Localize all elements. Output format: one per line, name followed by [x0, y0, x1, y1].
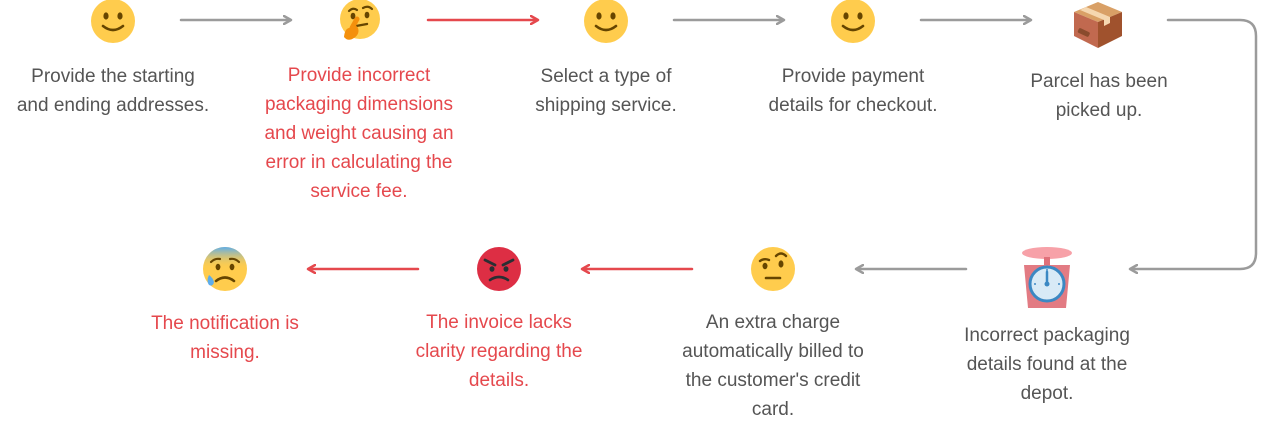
step-4-slightly-smiling-face-icon — [829, 0, 877, 45]
step-2-label: Provide incorrect packaging dimensions a… — [264, 65, 454, 202]
arrow-step-5-to-6 — [1131, 18, 1258, 269]
step-5-label: Parcel has been picked up. — [1030, 71, 1168, 121]
step-3-label: Select a type of shipping service. — [535, 66, 677, 116]
step-5-package-icon — [1068, 0, 1128, 52]
step-6-weighing-scale-icon — [1018, 246, 1076, 312]
step-1-label: Provide the starting and ending addresse… — [16, 66, 210, 116]
step-8-label: The invoice lacks clarity regarding the … — [415, 312, 583, 391]
step-9-label: The notification is missing. — [151, 313, 299, 363]
step-2-thinking-face-icon — [336, 0, 384, 45]
step-6-label: Incorrect packaging details found at the… — [964, 325, 1130, 404]
step-9-anxious-face-with-sweat-icon — [201, 245, 249, 293]
step-8-angry-face-icon — [475, 245, 523, 293]
step-1-slightly-smiling-face-icon — [89, 0, 137, 45]
step-7-label: An extra charge automatically billed to … — [682, 312, 864, 420]
step-4-label: Provide payment details for checkout. — [768, 66, 938, 116]
step-7-raised-eyebrow-face-icon — [749, 245, 797, 293]
step-3-slightly-smiling-face-icon — [582, 0, 630, 45]
